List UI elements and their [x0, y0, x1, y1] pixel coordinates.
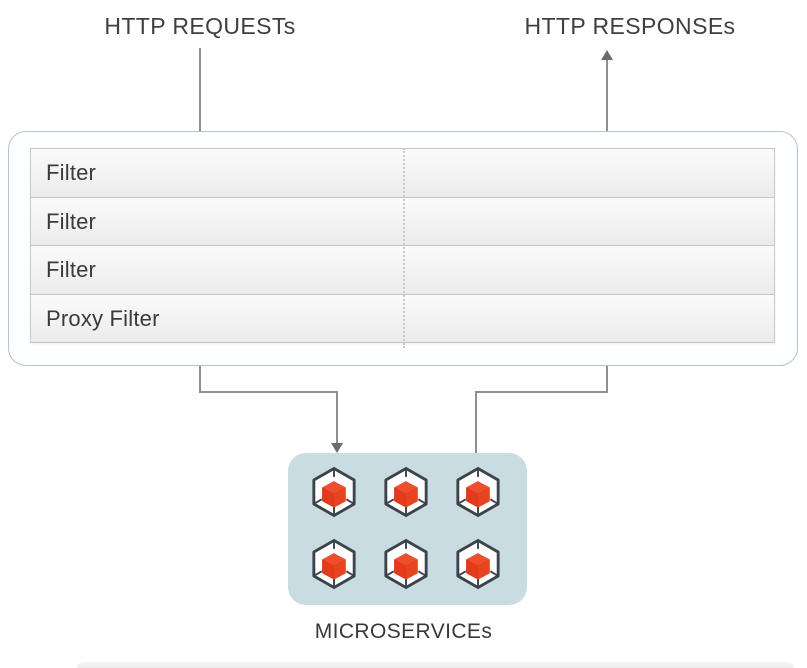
microservice-cube-icon — [312, 539, 356, 589]
microservice-cube-icon — [384, 539, 428, 589]
http-requests-label: HTTP REQUESTs — [104, 13, 296, 39]
table-dotted-divider — [403, 148, 405, 348]
filter-row-label: Filter — [46, 160, 97, 185]
bottom-peek-band — [76, 662, 795, 668]
filter-row: Filter — [30, 197, 775, 246]
microservice-cube-icon — [456, 467, 500, 517]
filter-row: Filter — [30, 149, 775, 198]
http-responses-label: HTTP RESPONSEs — [524, 13, 736, 39]
request-flow-line-down — [336, 391, 338, 444]
response-arrowhead-up-icon — [601, 50, 613, 60]
response-flow-line-from-box — [475, 392, 477, 453]
request-arrowhead-down-icon — [331, 443, 343, 453]
filter-table: Filter Filter Filter Proxy Filter — [30, 148, 775, 343]
filter-row: Proxy Filter — [30, 294, 775, 343]
microservices-box — [288, 453, 527, 605]
filter-row-label: Filter — [46, 208, 97, 234]
microservice-cube-icon — [312, 467, 356, 517]
filter-row-label: Filter — [46, 257, 97, 282]
microservice-cube-icon — [456, 539, 500, 589]
proxy-filter-row-label: Proxy Filter — [46, 305, 160, 331]
microservice-cube-icon — [384, 467, 428, 517]
response-flow-line-horizontal — [475, 391, 608, 393]
microservices-label: MICROSERVICEs — [314, 620, 493, 643]
filter-row: Filter — [30, 246, 775, 295]
request-flow-line-horizontal — [199, 391, 338, 393]
